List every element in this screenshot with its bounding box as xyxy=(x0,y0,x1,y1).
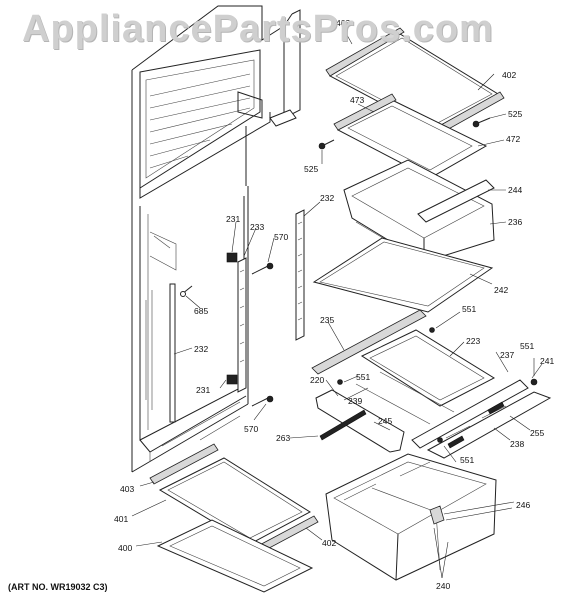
label-570-bottom: 570 xyxy=(244,424,258,434)
label-220: 220 xyxy=(310,375,324,385)
label-551-d: 551 xyxy=(460,455,474,465)
label-231-bottom: 231 xyxy=(196,385,210,395)
bottom-shelf-assembly xyxy=(149,443,319,593)
label-401: 401 xyxy=(114,514,128,524)
label-551-b: 551 xyxy=(520,341,534,351)
label-551-a: 551 xyxy=(462,304,476,314)
label-525-left: 525 xyxy=(304,164,318,174)
cabinet-drawing xyxy=(131,5,305,473)
label-237: 237 xyxy=(500,350,514,360)
top-shelf-assembly xyxy=(318,27,505,179)
label-239: 239 xyxy=(348,396,362,406)
label-231-top: 231 xyxy=(226,214,240,224)
label-244: 244 xyxy=(508,185,522,195)
label-245: 245 xyxy=(378,416,392,426)
leader-lines xyxy=(131,25,543,579)
label-472: 472 xyxy=(506,134,520,144)
label-402-bottom: 402 xyxy=(322,538,336,548)
label-263: 263 xyxy=(276,433,290,443)
label-525-right: 525 xyxy=(508,109,522,119)
label-400: 400 xyxy=(118,543,132,553)
label-570-top: 570 xyxy=(274,232,288,242)
label-551-c: 551 xyxy=(356,372,370,382)
label-255: 255 xyxy=(530,428,544,438)
label-403-top: 403 xyxy=(336,18,350,28)
label-685: 685 xyxy=(194,306,208,316)
label-241: 241 xyxy=(540,356,554,366)
art-number: (ART NO. WR19032 C3) xyxy=(8,582,108,592)
label-235: 235 xyxy=(320,315,334,325)
label-238: 238 xyxy=(510,439,524,449)
crisper-pan-assembly xyxy=(343,159,495,263)
label-232-right: 232 xyxy=(320,193,334,203)
glass-panel-242 xyxy=(312,237,494,313)
label-233: 233 xyxy=(250,222,264,232)
site-watermark: AppliancePartsPros.com xyxy=(22,8,494,50)
label-403-bottom: 403 xyxy=(120,484,134,494)
label-242: 242 xyxy=(494,285,508,295)
label-232-left: 232 xyxy=(194,344,208,354)
label-402-top: 402 xyxy=(502,70,516,80)
label-473: 473 xyxy=(350,95,364,105)
label-223: 223 xyxy=(466,336,480,346)
slide-frame-assembly xyxy=(311,309,538,453)
part-labels: 403 402 473 525 472 525 244 236 231 233 … xyxy=(114,18,554,591)
crisper-drawers-240 xyxy=(325,453,497,581)
label-236: 236 xyxy=(508,217,522,227)
label-246: 246 xyxy=(516,500,530,510)
label-240: 240 xyxy=(436,581,450,591)
humidity-control-assembly xyxy=(411,379,552,459)
